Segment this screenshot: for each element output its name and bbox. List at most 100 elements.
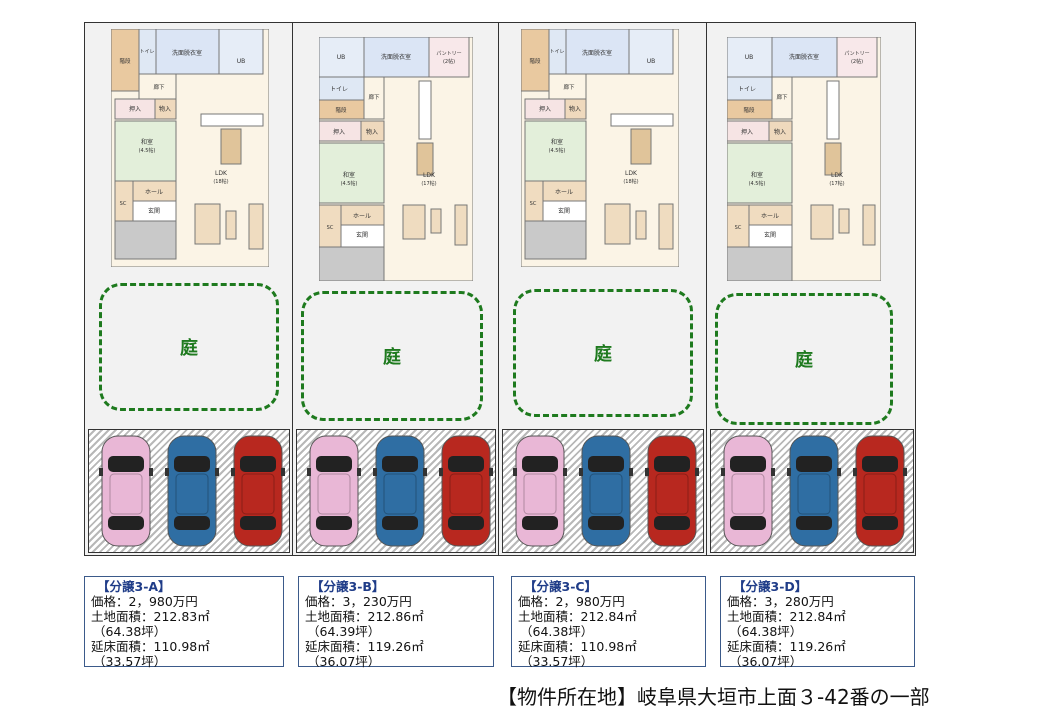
dining-table <box>630 128 652 165</box>
pantry <box>836 37 878 78</box>
label-closet: 押入 <box>741 128 753 136</box>
pantry <box>428 37 470 78</box>
car-icon <box>165 435 219 547</box>
land-area-tsubo: （64.39坪） <box>307 624 381 639</box>
label-washitsu-size: (4.5帖) <box>549 147 566 154</box>
label-corridor: 廊下 <box>368 93 380 101</box>
label-stairs: 階段 <box>335 106 347 114</box>
land-area: 土地面積：212.83㎡ <box>91 609 210 624</box>
lot-title: 【分譲3-B】 <box>311 579 385 594</box>
car-icon <box>853 435 907 547</box>
garden-label: 庭 <box>594 344 612 365</box>
label-hall: ホール <box>353 213 371 220</box>
label-ldk: LDK <box>215 170 228 177</box>
land-area: 土地面積：212.84㎡ <box>727 609 846 624</box>
parking-area <box>88 429 290 553</box>
label-entrance: 玄関 <box>356 231 368 239</box>
label-washitsu-size: (4.5帖) <box>341 180 358 187</box>
property-location: 【物件所在地】岐阜県大垣市上面３-42番の一部 <box>497 685 930 709</box>
car-icon <box>99 435 153 547</box>
price: 価格：3，230万円 <box>305 594 412 609</box>
label-corridor: 廊下 <box>776 93 788 101</box>
label-washitsu: 和室 <box>751 171 763 179</box>
car-icon <box>721 435 775 547</box>
label-washroom: 洗面脱衣室 <box>789 53 819 61</box>
label-ldk-size: (17帖) <box>421 180 436 187</box>
label-washroom: 洗面脱衣室 <box>582 49 612 57</box>
corridor <box>548 73 587 100</box>
bathroom <box>628 29 674 75</box>
label-closet: 押入 <box>333 128 345 136</box>
porch <box>319 246 385 281</box>
label-pantry: パントリー <box>844 51 869 57</box>
label-bath: UB <box>337 54 346 61</box>
storage <box>154 98 177 120</box>
garden-label: 庭 <box>795 350 813 371</box>
tv-board <box>862 204 876 246</box>
label-corridor: 廊下 <box>563 83 575 91</box>
coffee-table <box>430 208 442 234</box>
coffee-table <box>635 210 647 240</box>
label-ldk-size: (17帖) <box>829 180 844 187</box>
label-sc: SC <box>735 225 742 231</box>
floor-area-tsubo: （36.07坪） <box>729 654 803 669</box>
land-area: 土地面積：212.84㎡ <box>518 609 637 624</box>
sofa <box>810 204 834 240</box>
stairs <box>111 29 140 92</box>
label-hall: ホール <box>761 213 779 220</box>
label-toilet: トイレ <box>139 49 154 55</box>
car-icon <box>579 435 633 547</box>
corridor <box>771 76 793 120</box>
dining-table <box>416 142 434 176</box>
label-washroom: 洗面脱衣室 <box>381 53 411 61</box>
parking-area <box>502 429 704 553</box>
label-sc: SC <box>327 225 334 231</box>
car-icon <box>231 435 285 547</box>
label-washitsu-size: (4.5帖) <box>749 180 766 187</box>
label-pantry: パントリー <box>436 51 461 57</box>
label-toilet: トイレ <box>738 86 756 93</box>
sofa <box>604 203 631 245</box>
floor-area: 延床面積：119.26㎡ <box>727 639 846 654</box>
label-storage: 物入 <box>569 105 581 113</box>
label-ldk: LDK <box>831 172 844 179</box>
label-storage: 物入 <box>159 105 171 113</box>
floor-area-tsubo: （33.57坪） <box>93 654 167 669</box>
stairs <box>727 99 773 120</box>
garden-label: 庭 <box>180 338 198 359</box>
tv-board <box>248 203 264 250</box>
label-toilet: トイレ <box>330 86 348 93</box>
kitchen-counter <box>826 80 840 140</box>
lot-title: 【分譲3-C】 <box>524 579 598 594</box>
tv-board <box>658 203 674 250</box>
coffee-table <box>225 210 237 240</box>
garden: 庭 <box>715 293 893 425</box>
sofa <box>194 203 221 245</box>
label-bath: UB <box>237 58 246 65</box>
label-stairs: 階段 <box>119 57 131 65</box>
garden-label: 庭 <box>383 347 401 368</box>
garden: 庭 <box>513 289 693 417</box>
tv-board <box>454 204 468 246</box>
label-storage: 物入 <box>774 128 786 136</box>
stairs <box>319 99 365 120</box>
label-pantry-size: (2帖) <box>851 58 863 65</box>
label-washitsu: 和室 <box>141 138 153 146</box>
lot-info-a: 【分譲3-A】 価格：2，980万円 土地面積：212.83㎡ （64.38坪）… <box>84 576 284 669</box>
lot-title: 【分譲3-D】 <box>733 579 808 594</box>
floor-plan: 階段トイレ洗面脱衣室UB廊下押入物入和室(4.5帖)LDK(18帖)ホールSC玄… <box>521 29 679 267</box>
stairs <box>521 29 550 92</box>
bathroom <box>218 29 264 75</box>
label-bath: UB <box>745 54 754 61</box>
label-ldk-size: (18帖) <box>213 178 228 185</box>
label-stairs: 階段 <box>743 106 755 114</box>
label-entrance: 玄関 <box>558 207 570 215</box>
label-washitsu: 和室 <box>343 171 355 179</box>
kitchen-counter <box>610 113 674 127</box>
dining-table <box>824 142 842 176</box>
dining-table <box>220 128 242 165</box>
label-entrance: 玄関 <box>148 207 160 215</box>
